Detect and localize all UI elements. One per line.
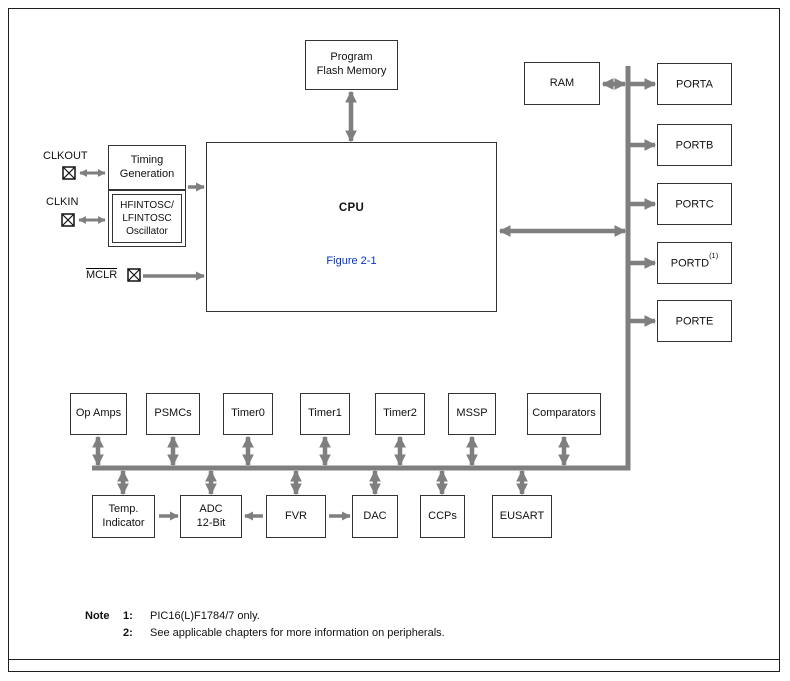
note-heading: Note [85, 610, 110, 622]
note-1-text: PIC16(L)F1784/7 only. [150, 610, 260, 622]
portc-block: PORTC [657, 183, 732, 225]
mssp-block: MSSP [448, 393, 496, 435]
ram-label: RAM [549, 76, 575, 89]
adc-block: ADC 12-Bit [180, 495, 242, 538]
timing-generation-label: Timing Generation [119, 153, 175, 180]
peripheral-bottom-arrows [117, 469, 528, 496]
porte-block: PORTE [657, 300, 732, 342]
ccps-label: CCPs [428, 509, 457, 522]
timer2-label: Timer2 [383, 407, 417, 420]
clkin-pin-icon [61, 213, 75, 227]
porta-label: PORTA [676, 78, 713, 91]
portb-block: PORTB [657, 124, 732, 166]
op-amps-label: Op Amps [75, 407, 122, 420]
note-2-text: See applicable chapters for more informa… [150, 627, 445, 639]
memory-cpu-arrows [345, 78, 627, 237]
mssp-label: MSSP [456, 407, 488, 420]
port-arrows [629, 78, 657, 327]
mclr-pin-label: MCLR [86, 268, 118, 281]
porta-block: PORTA [657, 63, 732, 105]
portd-note-sup: (1) [709, 250, 719, 260]
psmcs-block: PSMCs [146, 393, 200, 435]
temp-indicator-block: Temp. Indicator [92, 495, 155, 538]
cpu-block: CPU Figure 2-1 [206, 142, 497, 312]
peripheral-top-arrows [92, 435, 570, 467]
portb-label: PORTB [675, 139, 714, 152]
oscillator-block: HFINTOSC/ LFINTOSC Oscillator [112, 194, 182, 243]
portc-label: PORTC [675, 198, 714, 211]
fvr-block: FVR [266, 495, 326, 538]
clkout-pin-label: CLKOUT [43, 150, 88, 162]
timing-generation-block: Timing Generation [108, 145, 186, 190]
bus-lines [92, 66, 631, 471]
psmcs-label: PSMCs [154, 407, 192, 420]
clkout-pin-icon [62, 166, 76, 180]
ram-block: RAM [524, 62, 600, 105]
portd-label: PORTD(1) [670, 250, 719, 270]
footer-divider [8, 659, 780, 660]
porte-label: PORTE [675, 315, 714, 328]
clkin-pin-label: CLKIN [46, 196, 79, 208]
oscillator-outer-box: HFINTOSC/ LFINTOSC Oscillator [108, 190, 186, 247]
fvr-label: FVR [285, 509, 307, 522]
dac-block: DAC [352, 495, 398, 538]
program-flash-memory-block: Program Flash Memory [305, 40, 398, 90]
eusart-block: EUSART [492, 495, 552, 538]
comparators-label: Comparators [532, 407, 596, 420]
cpu-figure-link[interactable]: Figure 2-1 [326, 255, 377, 267]
op-amps-block: Op Amps [70, 393, 127, 435]
note-1-number: 1: [123, 610, 133, 622]
note-2-number: 2: [123, 627, 133, 639]
timer0-label: Timer0 [231, 407, 265, 420]
timer1-block: Timer1 [300, 393, 350, 435]
portd-block: PORTD(1) [657, 242, 732, 284]
timer0-block: Timer0 [223, 393, 273, 435]
temp-indicator-label: Temp. Indicator [102, 502, 145, 529]
adc-label: ADC 12-Bit [196, 502, 226, 529]
program-flash-memory-label: Program Flash Memory [316, 51, 387, 77]
timer1-label: Timer1 [308, 407, 342, 420]
mclr-pin-icon [127, 268, 141, 282]
dac-label: DAC [363, 509, 387, 522]
comparators-block: Comparators [527, 393, 601, 435]
clock-pin-arrows [78, 169, 205, 281]
ccps-block: CCPs [420, 495, 465, 538]
timer2-block: Timer2 [375, 393, 425, 435]
eusart-label: EUSART [499, 509, 545, 522]
cpu-label: CPU [338, 202, 365, 214]
page-border [8, 8, 780, 672]
oscillator-label: HFINTOSC/ LFINTOSC Oscillator [120, 200, 174, 237]
